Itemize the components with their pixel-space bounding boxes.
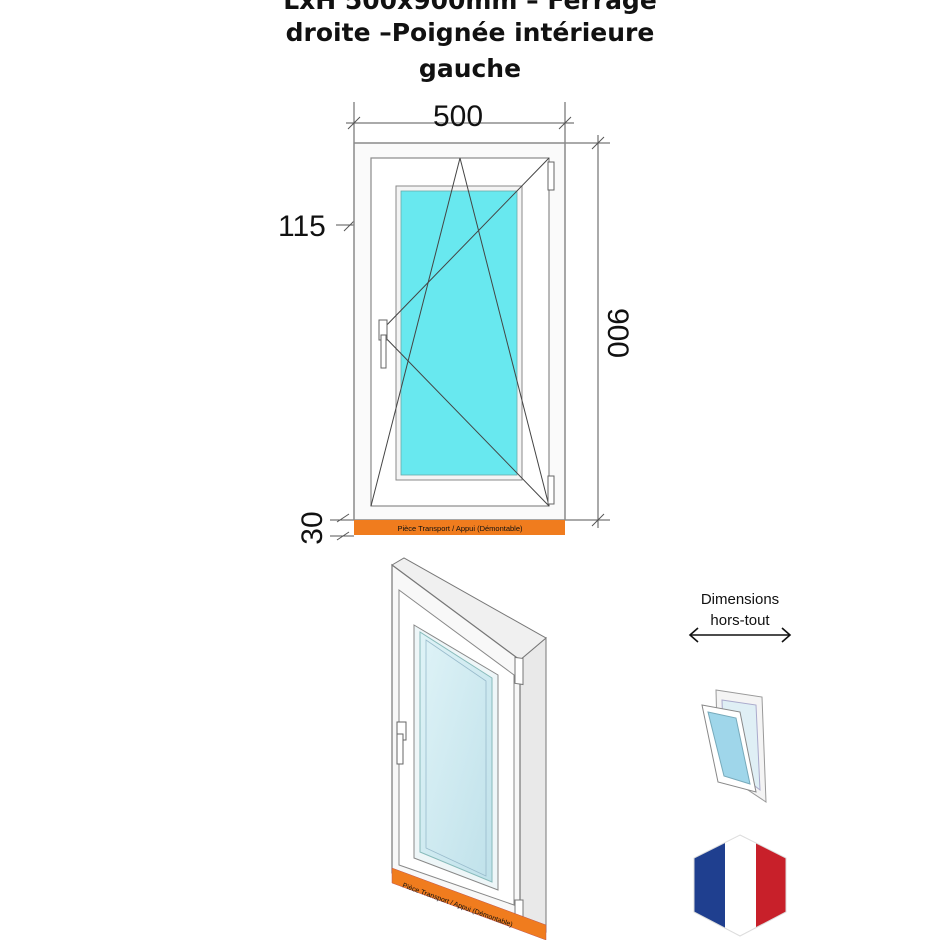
offset-label: 115: [278, 210, 326, 243]
glass-pane: [400, 190, 518, 476]
title-line-1: LxH 500x900mm – Ferrage: [283, 0, 657, 15]
perspective-view: Pièce Transport / Appui (Démontable): [391, 557, 547, 940]
height-label: 900: [601, 308, 634, 358]
title-line-2: droite –Poignée intérieure: [285, 18, 655, 47]
sill-height-label: 30: [296, 511, 329, 544]
height-dimension: [565, 135, 610, 528]
french-flag-icon: [693, 834, 787, 937]
opening-lines: [370, 157, 550, 507]
hinge-bottom: [547, 475, 555, 505]
handle-icon: [378, 319, 388, 369]
width-label: 500: [433, 100, 483, 133]
sill-dimension: [330, 513, 354, 541]
dimensions-legend-line1: Dimensions: [700, 591, 780, 608]
title-line-3: gauche: [418, 54, 522, 83]
sill-label: Pièce Transport / Appui (Démontable): [397, 524, 523, 533]
handle-3d: [396, 721, 407, 765]
dimensions-legend-line2: hors-tout: [710, 612, 770, 629]
front-elevation: 500 900 115 30: [278, 100, 634, 545]
tilt-turn-window-icon: [701, 689, 767, 803]
dimensions-arrow-icon: [688, 627, 792, 643]
hinge-top: [547, 161, 555, 191]
width-dimension: [346, 102, 574, 146]
sill-bar: [354, 520, 565, 535]
